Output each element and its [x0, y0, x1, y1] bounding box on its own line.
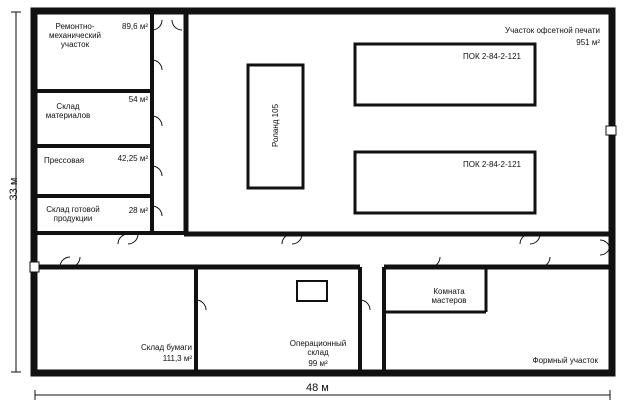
dimension-height-label: 33 м	[8, 177, 20, 201]
room-press-name: Прессовая	[44, 156, 85, 165]
room-finished-area: 28 м²	[128, 206, 148, 215]
room-paper-name: Склад бумаги	[140, 343, 192, 352]
room-materials-area: 54 м²	[128, 95, 148, 104]
room-repair-name: Ремонтно- механический участок	[48, 22, 102, 49]
outer-wall	[30, 7, 616, 377]
window	[605, 125, 617, 136]
machine-pok-2-label: ПОК 2-84-2-121	[463, 160, 521, 169]
room-operational-area: 99 м²	[308, 359, 328, 368]
room-offset-area: 951 м²	[576, 38, 600, 47]
room-paper-area: 111,3 м²	[162, 354, 192, 363]
room-repair-area: 89,6 м²	[122, 22, 148, 31]
room-forms-name: Формный участок	[532, 356, 598, 365]
machine-rolanda	[246, 63, 305, 190]
machine-pok-1-label: ПОК 2-84-2-121	[463, 52, 521, 61]
room-offset-name: Участок офсетной печати	[505, 26, 600, 35]
room-masters-name: Комната мастеров	[431, 287, 467, 305]
machine-pok-2	[353, 150, 537, 215]
machine-rolanda-label: Роланд 105	[271, 103, 280, 148]
room-operational-name: Операционный склад	[289, 339, 347, 357]
dimension-width-label: 48 м	[303, 382, 332, 394]
operational-box	[296, 280, 328, 302]
room-press-area: 42,25 м²	[117, 154, 148, 163]
room-materials-name: Склад материалов	[45, 102, 91, 120]
doors	[59, 19, 611, 311]
machine-pok-1	[353, 42, 537, 107]
room-finished-name: Склад готовой продукции	[46, 205, 100, 223]
window	[29, 261, 40, 273]
